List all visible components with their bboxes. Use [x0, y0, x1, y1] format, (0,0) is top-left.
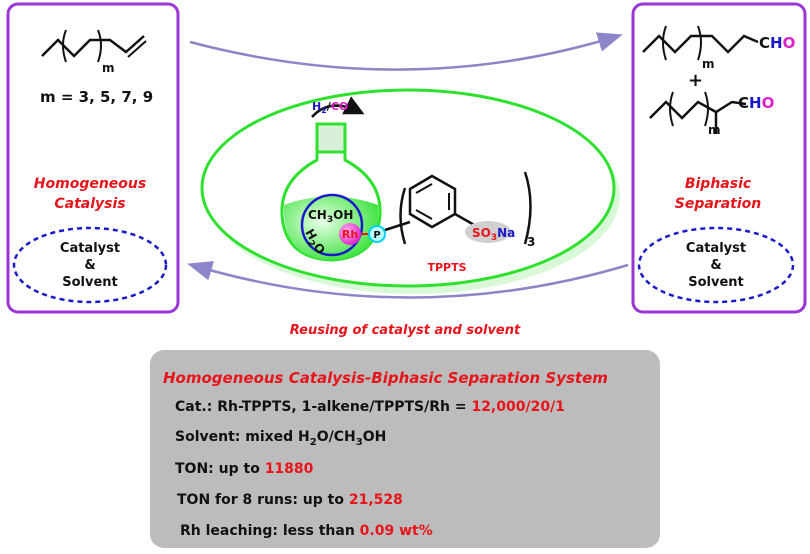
- ton-line: TON: up to 11880: [175, 461, 314, 477]
- benzene-ring: [408, 174, 457, 229]
- leaching-line: Rh leaching: less than 0.09 wt%: [180, 523, 433, 539]
- gas-arrow: [311, 96, 365, 118]
- separation-label: Separation: [675, 196, 762, 212]
- branched-cho: CHO: [738, 94, 774, 112]
- catalyst-solvent-ellipse-left: [12, 226, 168, 304]
- m-values: m = 3, 5, 7, 9: [40, 88, 153, 106]
- p-label: P: [373, 230, 380, 241]
- green-ellipse: [200, 88, 616, 288]
- solvent-cycle-arrow: [300, 193, 364, 257]
- reuse-label: Reusing of catalyst and solvent: [290, 323, 521, 338]
- catalysis-label: Catalysis: [54, 196, 125, 212]
- biphasic-label: Biphasic: [685, 176, 752, 192]
- tppts-label: TPPTS: [427, 261, 466, 274]
- solvent-line: Solvent: mixed H2O/CH3OH: [175, 429, 386, 448]
- tppts-ligand: SO3Na 3 TPPTS: [384, 171, 535, 274]
- branched-aldehyde-structure: [649, 100, 747, 120]
- plus-sign: +: [688, 70, 703, 91]
- right-panel-biphasic-separation: m CHO + m CHO Biphasic Separation Cataly…: [631, 2, 807, 314]
- rh-label: Rh: [342, 228, 358, 241]
- so3na-label: SO3Na: [472, 226, 515, 243]
- repeat-brackets-linear: [662, 25, 702, 61]
- ampersand-text: &: [84, 258, 95, 273]
- alkene-m-subscript: m: [102, 61, 115, 75]
- catalyst-text: Catalyst: [60, 241, 120, 256]
- ampersand-text: &: [710, 258, 721, 273]
- p-atom: [368, 225, 386, 243]
- alkene-structure: [41, 35, 145, 58]
- forward-arrow: [189, 32, 623, 71]
- rh-atom: [339, 223, 361, 245]
- ligand-brackets: [399, 171, 532, 245]
- recycle-arrow: [187, 261, 629, 299]
- h2-co-label: H2/CO: [312, 100, 348, 115]
- sulfonate-highlight: [465, 221, 511, 243]
- repeat-brackets: [62, 29, 102, 63]
- summary-title: Homogeneous Catalysis-Biphasic Separatio…: [163, 369, 608, 387]
- linear-cho: CHO: [759, 34, 795, 52]
- branched-m-subscript: m: [708, 123, 721, 137]
- catalyst-solvent-ellipse-right: [637, 226, 795, 304]
- solvent-text: Solvent: [688, 275, 744, 290]
- summary-background: [150, 350, 660, 548]
- solvent-text: Solvent: [62, 275, 118, 290]
- alkene-double-bond: [127, 40, 147, 58]
- catalyst-line: Cat.: Rh-TPPTS, 1-alkene/TPPTS/Rh = 12,0…: [175, 399, 565, 415]
- homogeneous-label: Homogeneous: [34, 176, 146, 192]
- left-panel-homogeneous-catalysis: m m = 3, 5, 7, 9 Homogeneous Catalysis C…: [6, 2, 180, 314]
- repeat-brackets-branched: [669, 91, 709, 127]
- summary-box: Homogeneous Catalysis-Biphasic Separatio…: [150, 350, 660, 548]
- catalyst-text: Catalyst: [686, 241, 746, 256]
- linear-m-subscript: m: [702, 57, 715, 71]
- flask-neck: [315, 122, 347, 154]
- flask: H2/CO CH3OH H2O Rh P: [280, 96, 386, 262]
- water-label: H2O: [300, 227, 328, 258]
- ton-runs-line: TON for 8 runs: up to 21,528: [177, 492, 403, 508]
- catalytic-system: H2/CO CH3OH H2O Rh P SO3Na 3 TPPTS: [200, 88, 620, 294]
- ligand-subscript: 3: [527, 235, 535, 249]
- methanol-label: CH3OH: [308, 208, 353, 225]
